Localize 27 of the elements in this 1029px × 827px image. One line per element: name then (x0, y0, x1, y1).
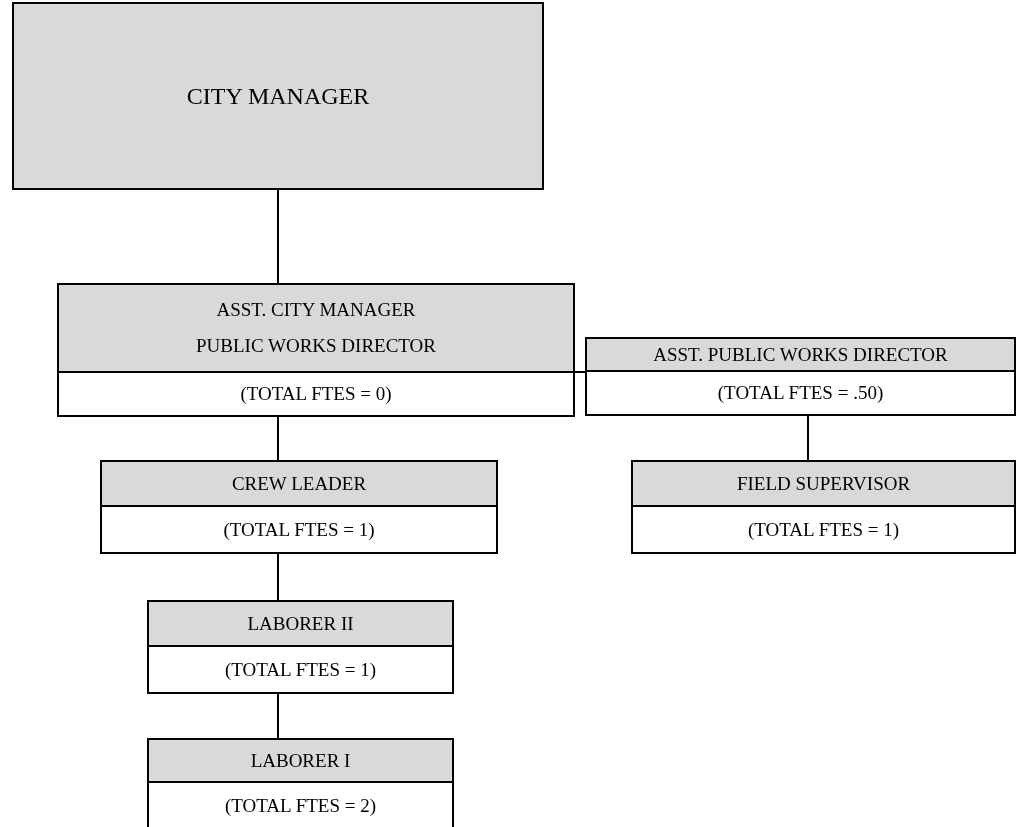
position-box (57, 283, 575, 417)
position-box (100, 460, 498, 554)
connector-line (574, 371, 586, 373)
position-title: ASST. PUBLIC WORKS DIRECTOR (653, 343, 948, 366)
position-title: CREW LEADER (231, 472, 367, 495)
fte-count: (TOTAL FTES = .50) (717, 382, 884, 404)
position-title: CITY MANAGER (186, 82, 370, 110)
position-box (147, 600, 454, 694)
position-title: ASST. CITY MANAGER (216, 299, 416, 321)
position-title: LABORER I (250, 749, 351, 772)
fte-count: (TOTAL FTES = 1) (224, 658, 377, 681)
position-box (147, 738, 454, 827)
position-box (12, 2, 544, 190)
position-title: PUBLIC WORKS DIRECTOR (196, 335, 436, 357)
connector-line (277, 693, 279, 739)
fte-count: (TOTAL FTES = 1) (223, 518, 375, 541)
position-box (585, 337, 1016, 416)
fte-count: (TOTAL FTES = 1) (747, 518, 900, 541)
position-title: LABORER II (247, 612, 354, 635)
connector-line (277, 553, 279, 601)
connector-line (277, 189, 279, 284)
fte-count: (TOTAL FTES = 2) (224, 794, 377, 817)
position-box (631, 460, 1016, 554)
connector-line (807, 415, 809, 461)
connector-line (277, 416, 279, 461)
position-title: FIELD SUPERVISOR (736, 472, 911, 495)
fte-count: (TOTAL FTES = 0) (240, 383, 392, 405)
